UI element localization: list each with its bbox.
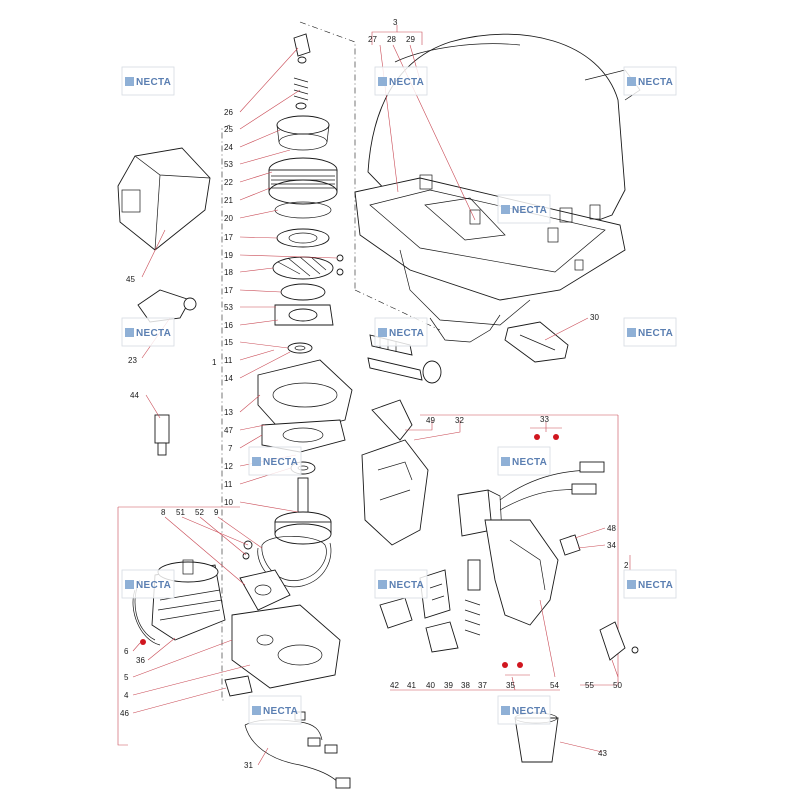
label-48: 48 xyxy=(607,524,616,533)
label-8: 8 xyxy=(161,508,166,517)
label-53-bottom: 53 xyxy=(224,303,233,312)
watermark-text: NECTA xyxy=(263,457,298,468)
watermark: NECTA xyxy=(248,446,302,476)
label-46: 46 xyxy=(120,709,129,718)
label-32: 32 xyxy=(455,416,464,425)
watermark: NECTA xyxy=(497,695,551,725)
label-26: 26 xyxy=(224,108,233,117)
watermark: NECTA xyxy=(121,317,175,347)
label-34: 34 xyxy=(607,541,616,550)
watermark: NECTA xyxy=(374,317,428,347)
label-11-bottom: 11 xyxy=(224,480,233,489)
watermark: NECTA xyxy=(121,66,175,96)
label-50: 50 xyxy=(613,681,622,690)
grinder-cover xyxy=(117,147,211,251)
watermark: NECTA xyxy=(374,569,428,599)
label-39: 39 xyxy=(444,681,453,690)
label-42: 42 xyxy=(390,681,399,690)
label-12: 12 xyxy=(224,462,233,471)
watermark-text: NECTA xyxy=(389,328,424,339)
label-2: 2 xyxy=(624,561,629,570)
label-51: 51 xyxy=(176,508,185,517)
label-55: 55 xyxy=(585,681,594,690)
watermark-text: NECTA xyxy=(512,457,547,468)
watermark: NECTA xyxy=(248,695,302,725)
locating-pin xyxy=(154,414,170,456)
red-dot-markers xyxy=(140,434,559,668)
label-13: 13 xyxy=(224,408,233,417)
grinder-stack xyxy=(257,33,353,588)
watermark-text: NECTA xyxy=(136,328,171,339)
label-30: 30 xyxy=(590,313,599,322)
label-53-top: 53 xyxy=(224,160,233,169)
label-5: 5 xyxy=(124,673,129,682)
label-27: 27 xyxy=(368,35,377,44)
watermark: NECTA xyxy=(623,569,677,599)
label-18: 18 xyxy=(224,268,233,277)
watermark-text: NECTA xyxy=(638,580,673,591)
doser-group xyxy=(361,399,639,763)
label-33: 33 xyxy=(540,415,549,424)
label-41: 41 xyxy=(407,681,416,690)
label-20: 20 xyxy=(224,214,233,223)
label-52: 52 xyxy=(195,508,204,517)
watermark: NECTA xyxy=(121,569,175,599)
label-4: 4 xyxy=(124,691,129,700)
label-45: 45 xyxy=(126,275,135,284)
watermark-text: NECTA xyxy=(638,77,673,88)
label-6: 6 xyxy=(124,647,129,656)
label-23: 23 xyxy=(128,356,137,365)
watermark: NECTA xyxy=(623,317,677,347)
watermark: NECTA xyxy=(623,66,677,96)
coffee-hopper xyxy=(354,33,641,343)
label-3: 3 xyxy=(393,18,398,27)
watermark-text: NECTA xyxy=(512,706,547,717)
watermark-text: NECTA xyxy=(389,77,424,88)
label-44: 44 xyxy=(130,391,139,400)
label-11-top: 11 xyxy=(224,356,233,365)
part-labels: 3 27 28 29 30 26 25 24 53 22 21 20 17 19… xyxy=(120,18,629,770)
label-22: 22 xyxy=(224,178,233,187)
label-37: 37 xyxy=(478,681,487,690)
watermark-layer: NECTA NECTA NECTA NECTA NECTA NECTA xyxy=(121,66,677,725)
label-54: 54 xyxy=(550,681,559,690)
label-24: 24 xyxy=(224,143,233,152)
label-47: 47 xyxy=(224,426,233,435)
label-14: 14 xyxy=(224,374,233,383)
label-9: 9 xyxy=(214,508,219,517)
label-10: 10 xyxy=(224,498,233,507)
dosing-slide xyxy=(504,321,569,363)
label-36: 36 xyxy=(136,656,145,665)
watermark-text: NECTA xyxy=(263,706,298,717)
watermark-text: NECTA xyxy=(638,328,673,339)
label-15: 15 xyxy=(224,338,233,347)
watermark: NECTA xyxy=(497,446,551,476)
label-19: 19 xyxy=(224,251,233,260)
label-17-top: 17 xyxy=(224,233,233,242)
label-49: 49 xyxy=(426,416,435,425)
label-28: 28 xyxy=(387,35,396,44)
watermark-text: NECTA xyxy=(512,205,547,216)
label-1: 1 xyxy=(212,358,217,367)
microswitch xyxy=(137,289,197,323)
watermark: NECTA xyxy=(374,66,428,96)
watermark-text: NECTA xyxy=(136,77,171,88)
watermark-text: NECTA xyxy=(389,580,424,591)
watermark-text: NECTA xyxy=(136,580,171,591)
label-38: 38 xyxy=(461,681,470,690)
label-25: 25 xyxy=(224,125,233,134)
watermark: NECTA xyxy=(497,194,551,224)
label-7: 7 xyxy=(228,444,233,453)
label-29: 29 xyxy=(406,35,415,44)
label-16: 16 xyxy=(224,321,233,330)
label-40: 40 xyxy=(426,681,435,690)
label-43: 43 xyxy=(598,749,607,758)
label-17-bottom: 17 xyxy=(224,286,233,295)
label-31: 31 xyxy=(244,761,253,770)
label-21: 21 xyxy=(224,196,233,205)
label-35: 35 xyxy=(506,681,515,690)
